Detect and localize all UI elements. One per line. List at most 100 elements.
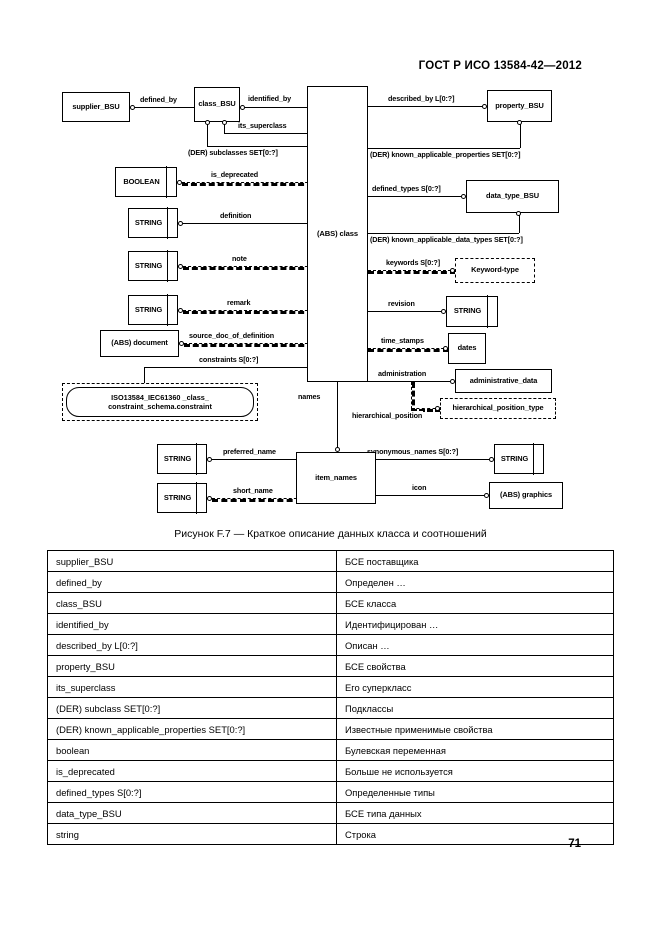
table-cell-description: Определенные типы [336, 781, 614, 803]
label-remark: remark [226, 298, 252, 307]
link-its-superclass-v [224, 122, 225, 133]
table-cell-description: Булевская переменная [336, 739, 614, 761]
link-icon [376, 495, 484, 496]
entity-boolean: BOOLEAN [115, 166, 177, 198]
standard-header: ГОСТ Р ИСО 13584-42—2012 [418, 60, 582, 72]
entity-supplier-bsu: supplier_BSU [62, 92, 130, 122]
table-cell-term: supplier_BSU [47, 550, 337, 572]
table-row: described_by L[0:?]Описан … [47, 634, 614, 656]
label-synonymous-names: synonymous_names S[0:?] [366, 447, 460, 456]
entity-string-definition: STRING [128, 207, 178, 239]
entity-item-names: item_names [296, 452, 376, 504]
label-preferred-name: preferred_name [222, 447, 277, 456]
connector-circle [178, 220, 183, 226]
label-its-superclass: its_superclass [237, 121, 288, 130]
label-names: names [297, 392, 322, 401]
entity-string-synonymous-names: STRING [494, 443, 544, 475]
label-revision: revision [387, 299, 416, 308]
label-icon: icon [411, 483, 428, 492]
link-note [183, 266, 313, 270]
connector-circle [461, 193, 466, 199]
connector-circle [516, 211, 521, 216]
table-cell-term: (DER) subclass SET[0:?] [47, 697, 337, 719]
table-cell-term: property_BSU [47, 655, 337, 677]
link-described-by [368, 106, 482, 107]
connector-circle [517, 120, 522, 125]
table-cell-term: data_type_BSU [47, 802, 337, 824]
table-row: defined_types S[0:?]Определенные типы [47, 781, 614, 803]
connector-circle [178, 263, 183, 269]
label-der-known-applicable-data-types: (DER) known_applicable_data_types SET[0:… [369, 235, 524, 244]
label-short-name: short_name [232, 486, 274, 495]
connector-circle [130, 104, 135, 110]
link-kap-v [519, 124, 521, 148]
table-cell-description: Определен … [336, 571, 614, 593]
connector-circle [334, 447, 340, 452]
link-synonymous-names [376, 459, 489, 460]
label-der-subclasses: (DER) subclasses SET[0:?] [187, 148, 279, 157]
express-g-diagram: (ABS) class supplier_BSU class_BSU defin… [0, 78, 661, 518]
table-cell-description: БСЕ поставщика [336, 550, 614, 572]
link-its-superclass-h [224, 133, 307, 134]
connector-circle [207, 456, 212, 462]
page-number: 71 [568, 838, 581, 850]
link-kadt-h [368, 233, 519, 234]
table-cell-term: (DER) known_applicable_properties SET[0:… [47, 718, 337, 740]
table-cell-term: defined_types S[0:?] [47, 781, 337, 803]
entity-class-bsu: class_BSU [194, 87, 240, 122]
table-cell-term: boolean [47, 739, 337, 761]
label-constraints: constraints S[0:?] [198, 355, 260, 364]
label-der-known-applicable-properties: (DER) known_applicable_properties SET[0:… [369, 150, 522, 159]
table-cell-term: is_deprecated [47, 760, 337, 782]
link-der-subclasses-v [207, 122, 208, 146]
table-cell-term: class_BSU [47, 592, 337, 614]
entity-administrative-data: administrative_data [455, 369, 552, 393]
link-names-v [337, 382, 338, 450]
table-row: (DER) subclass SET[0:?]Подклассы [47, 697, 614, 719]
entity-string-note: STRING [128, 250, 178, 282]
entity-string-preferred-name: STRING [157, 443, 207, 475]
label-note: note [231, 254, 248, 263]
link-kadt-v [518, 215, 520, 233]
table-cell-description: БСЕ свойства [336, 655, 614, 677]
table-cell-term: string [47, 823, 337, 845]
link-administration [368, 381, 450, 382]
link-source-doc-of-definition [184, 343, 313, 347]
connector-circle [240, 104, 245, 110]
label-defined-types: defined_types S[0:?] [371, 184, 442, 193]
label-is-deprecated: is_deprecated [210, 170, 260, 179]
figure-caption: Рисунок F.7 — Краткое описание данных кл… [174, 528, 487, 540]
label-keywords: keywords S[0:?] [385, 258, 442, 267]
table-cell-term: described_by L[0:?] [47, 634, 337, 656]
entity-hierarchical-position-type: hierarchical_position_type [440, 398, 556, 419]
entity-keyword-type: Keyword-type [455, 258, 535, 283]
entity-data-type-bsu: data_type_BSU [466, 180, 559, 213]
connector-circle [450, 378, 455, 384]
entity-constraint-schema-ref: ISO13584_IEC61360 _class_ constraint_sch… [62, 383, 258, 421]
entity-string-remark: STRING [128, 294, 178, 326]
link-defined-types [368, 196, 461, 197]
link-short-name [212, 498, 302, 502]
table-cell-description: Идентифицирован … [336, 613, 614, 635]
link-definition [183, 223, 307, 224]
entity-abs-graphics: (ABS) graphics [489, 482, 563, 509]
entity-string-revision: STRING [446, 295, 498, 328]
table-cell-description: Больше не используется [336, 760, 614, 782]
label-described-by: described_by L[0:?] [387, 94, 456, 103]
table-cell-description: БСЕ типа данных [336, 802, 614, 824]
link-revision [368, 311, 441, 312]
label-identified-by: identified_by [247, 94, 293, 103]
connector-circle [179, 340, 184, 346]
label-time-stamps: time_stamps [380, 336, 425, 345]
table-cell-term: defined_by [47, 571, 337, 593]
connector-circle [177, 179, 182, 185]
